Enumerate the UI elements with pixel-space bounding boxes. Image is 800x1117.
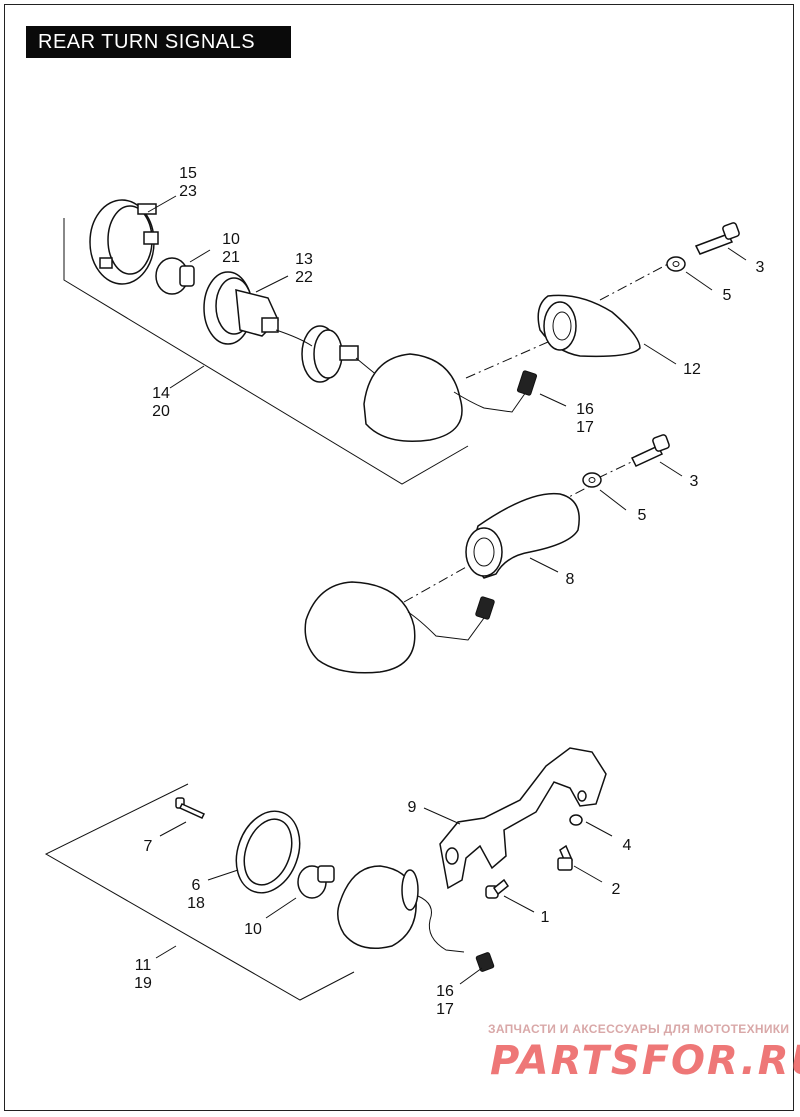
washer-part-4 — [569, 814, 583, 826]
grommet-part — [301, 325, 359, 383]
center-line-upper-b — [599, 263, 669, 301]
label-9: 9 — [408, 799, 417, 816]
leader-lines — [147, 195, 747, 985]
harness-wire-lower — [417, 895, 465, 953]
housing-bullet-lower — [337, 865, 419, 949]
harness-wire-upper — [453, 391, 527, 413]
label-10-lower: 10 — [244, 921, 262, 938]
label-5-upper: 5 — [723, 287, 732, 304]
label-23: 23 — [179, 183, 197, 200]
watermark-logo: PARTSFOR.RU — [490, 1038, 800, 1084]
socket-wire — [275, 329, 313, 347]
bolt-part-3-upper — [694, 222, 740, 255]
label-17-lower: 17 — [436, 1001, 454, 1018]
label-18: 18 — [187, 895, 205, 912]
washer-part-5-upper — [666, 256, 686, 272]
label-22: 22 — [295, 269, 313, 286]
label-3-upper: 3 — [756, 259, 765, 276]
label-7: 7 — [144, 838, 153, 855]
label-2: 2 — [612, 881, 621, 898]
connector-middle — [475, 596, 495, 620]
label-16-lower: 16 — [436, 983, 454, 1000]
watermark-caption: ЗАПЧАСТИ И АКСЕССУАРЫ ДЛЯ МОТОТЕХНИКИ — [488, 1022, 790, 1036]
group-bracket-lower — [44, 783, 355, 1001]
bulb-part-10 — [155, 257, 195, 295]
label-1: 1 — [541, 909, 550, 926]
center-line-middle-c — [403, 565, 469, 603]
label-6: 6 — [192, 877, 201, 894]
washer-part-5-middle — [582, 472, 602, 488]
connector-part-16-lower — [475, 952, 495, 972]
label-19: 19 — [134, 975, 152, 992]
label-14: 14 — [152, 385, 170, 402]
lens-ring-part-6 — [235, 810, 301, 894]
label-8: 8 — [566, 571, 575, 588]
label-12: 12 — [683, 361, 701, 378]
center-line-upper-a — [465, 341, 549, 379]
label-11: 11 — [135, 957, 152, 974]
washer-hole-middle — [588, 477, 596, 483]
mount-part-12 — [537, 294, 641, 358]
page-frame — [4, 4, 794, 1111]
harness-wire-middle — [407, 611, 485, 641]
page-title: REAR TURN SIGNALS — [26, 26, 291, 58]
label-20: 20 — [152, 403, 170, 420]
housing-bullet-upper — [363, 353, 463, 443]
label-5-middle: 5 — [638, 507, 647, 524]
mount-part-8 — [465, 492, 580, 579]
label-3-middle: 3 — [690, 473, 699, 490]
screw-part-7 — [175, 797, 206, 819]
connector-part-16-upper — [516, 370, 538, 396]
bulb-part-10-lower — [297, 865, 335, 899]
label-10-upper: 10 — [222, 231, 240, 248]
bracket-part-9 — [439, 747, 607, 890]
label-15: 15 — [179, 165, 197, 182]
label-17-upper: 17 — [576, 419, 594, 436]
label-13: 13 — [295, 251, 313, 268]
bolt-part-1 — [485, 878, 510, 899]
washer-hole-upper — [672, 261, 680, 267]
label-21: 21 — [222, 249, 240, 266]
bolt-part-2 — [557, 844, 573, 871]
bolt-part-3-middle — [630, 434, 670, 467]
label-4: 4 — [623, 837, 632, 854]
housing-bullet-middle — [304, 581, 416, 674]
label-16-upper: 16 — [576, 401, 594, 418]
socket-part-13 — [203, 271, 279, 345]
group-bracket-upper — [63, 218, 469, 485]
lens-ring-part-15 — [89, 199, 159, 285]
